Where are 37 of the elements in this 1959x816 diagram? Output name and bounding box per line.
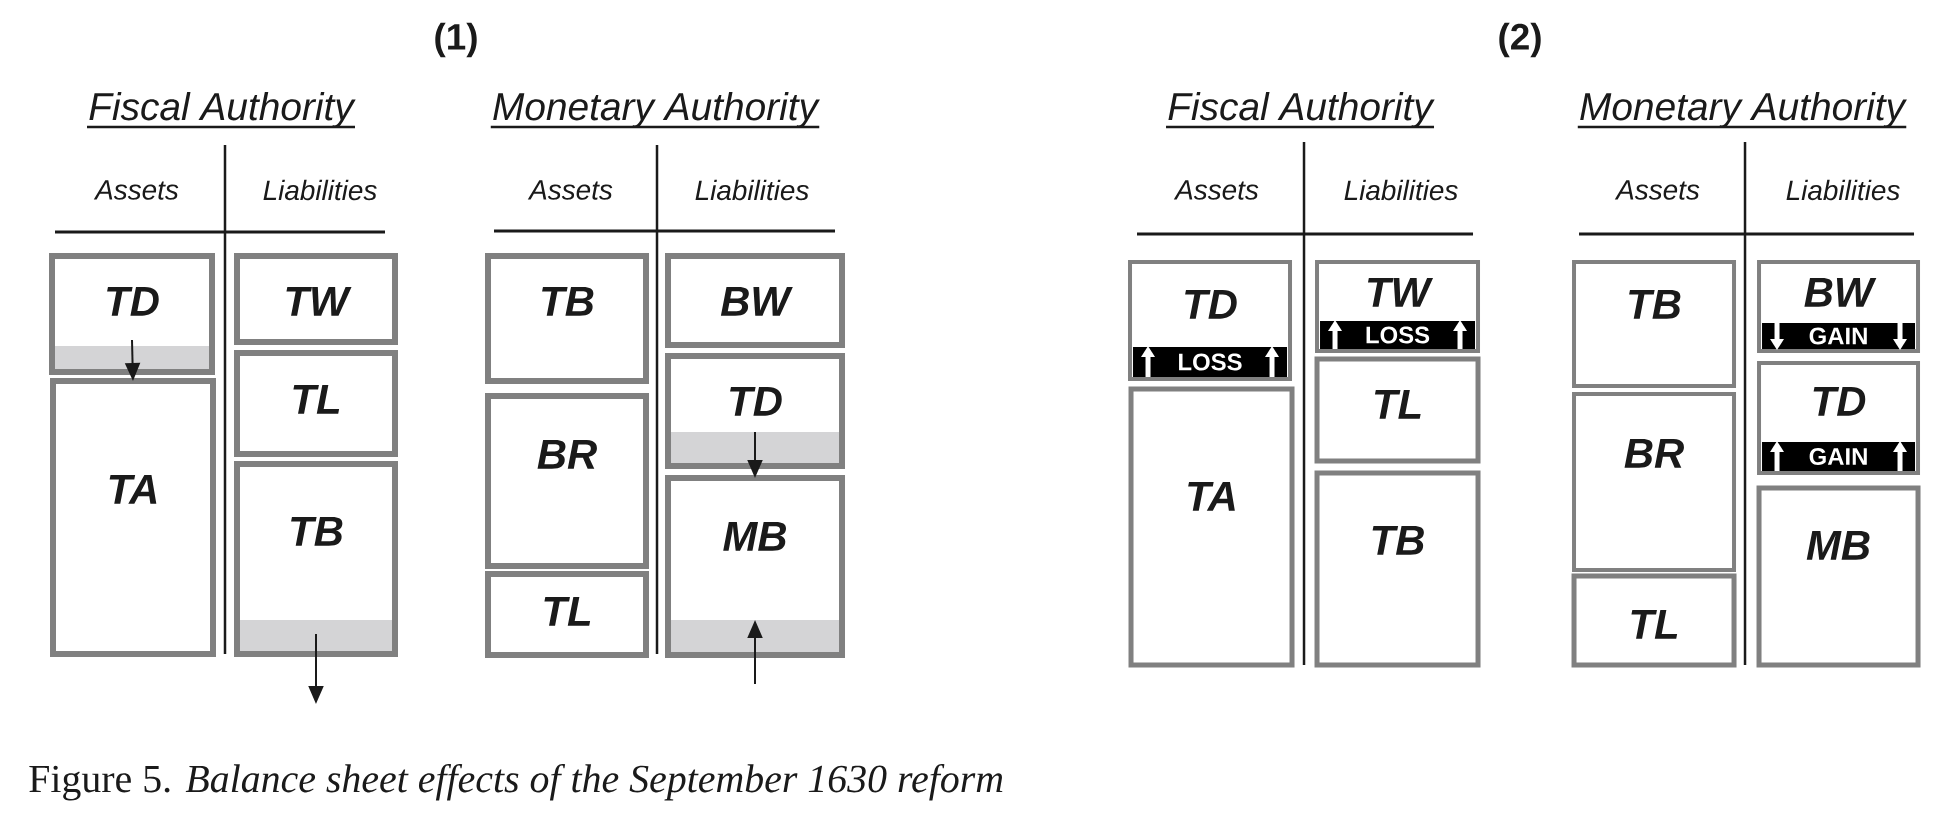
account-box: TL <box>1314 356 1481 464</box>
account-box: BW <box>665 253 845 348</box>
account-box: TL <box>234 350 398 457</box>
heading: Fiscal Authority <box>1166 91 1435 129</box>
column-header: Liabilities <box>1344 179 1458 201</box>
account-box: TB <box>1314 470 1481 668</box>
column-header: Assets <box>527 180 613 200</box>
account-box: TD <box>665 353 845 469</box>
column-header: Liabilities <box>263 179 377 201</box>
account-box: BR <box>485 393 649 569</box>
column-header: Assets <box>1173 180 1259 200</box>
effect-banner: LOSS <box>1320 320 1475 349</box>
panel-number: (1) <box>435 22 477 58</box>
account-box: TA <box>50 378 216 657</box>
effect-banner: GAIN <box>1762 441 1915 471</box>
panel-number: (2) <box>1499 22 1541 58</box>
column-header: Liabilities <box>695 179 809 201</box>
heading: Fiscal Authority <box>87 91 356 129</box>
account-box: TB <box>1572 260 1736 388</box>
account-box: TW <box>234 253 398 345</box>
column-header: Liabilities <box>1786 179 1900 201</box>
column-header: Assets <box>93 180 179 200</box>
heading: Monetary Authority <box>490 91 820 129</box>
account-box: TD <box>49 253 215 375</box>
account-box: MB <box>1756 485 1921 668</box>
effect-banner: GAIN <box>1762 323 1915 350</box>
account-box: TB <box>234 461 398 657</box>
effect-banner: LOSS <box>1133 346 1287 377</box>
account-box: BR <box>1572 392 1736 572</box>
account-box: TL <box>485 571 649 658</box>
account-box: TB <box>485 253 649 384</box>
account-box: TA <box>1128 386 1295 668</box>
heading: Monetary Authority <box>1577 91 1907 129</box>
account-box: MB <box>665 475 845 658</box>
figure-caption: Figure 5. Balance sheet effects of the September 1630 reform <box>29 763 1003 801</box>
account-box: TL <box>1571 573 1737 668</box>
column-header: Assets <box>1614 180 1700 200</box>
